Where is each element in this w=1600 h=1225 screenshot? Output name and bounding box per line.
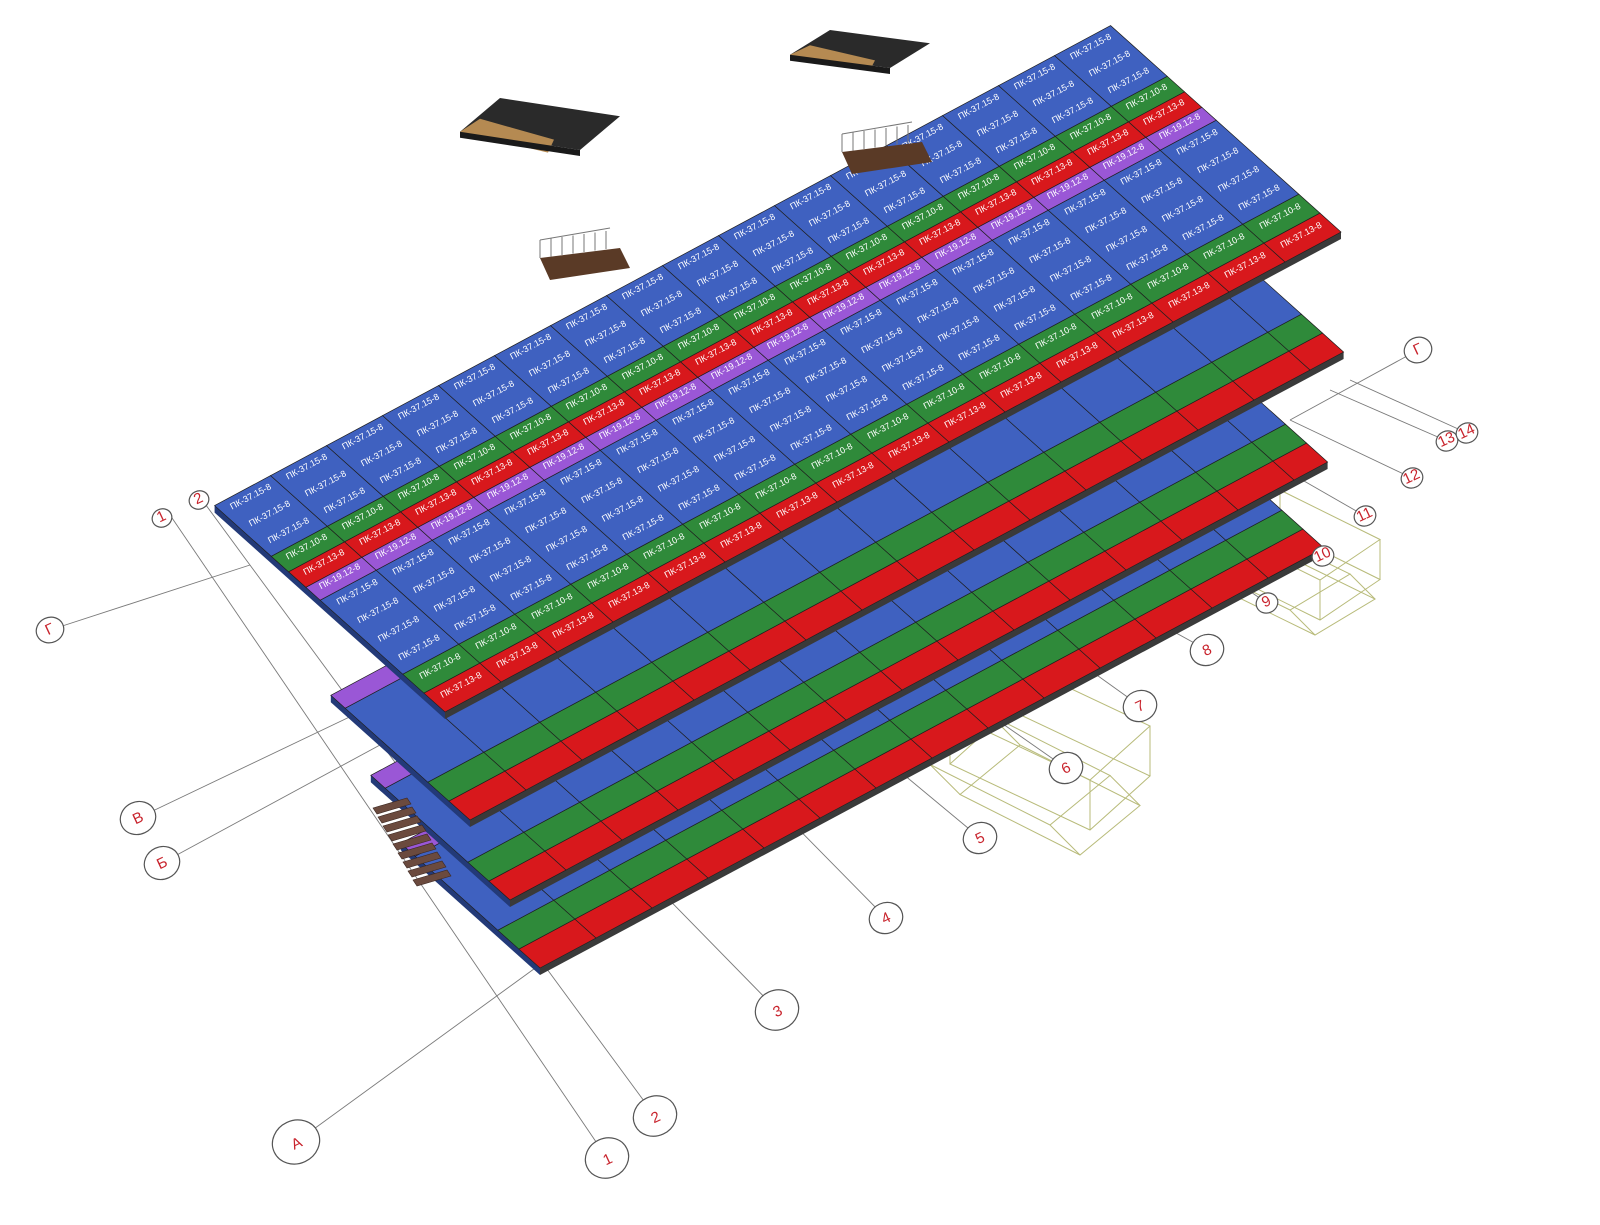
slab-edge (330, 695, 470, 827)
axis-marker-icon: А (271, 1119, 321, 1165)
slab-stack: ПК-37.13-8ПК-37.13-8ПК-37.13-8ПК-37.13-8… (213, 25, 1345, 975)
axis-label: 10 (1311, 544, 1333, 566)
stair-icon (372, 797, 452, 887)
axis-marker-icon: Г (1403, 336, 1433, 364)
axis-marker-icon: 12 (1400, 466, 1424, 489)
panel-blue (1053, 25, 1168, 107)
axis-marker-icon: 4 (868, 901, 904, 935)
slab-edge (470, 352, 1344, 827)
axis-label: 12 (1400, 466, 1422, 488)
axis-line-letter (1289, 349, 1419, 421)
axis-line-letter (161, 744, 381, 864)
slab-floor-4: ПК-37.13-8ПК-37.13-8ПК-37.13-8ПК-37.13-8… (213, 25, 1342, 719)
axis-line-13 (1329, 389, 1448, 442)
axis-marker-icon: 11 (1353, 504, 1377, 527)
axis-marker-icon: 6 (1048, 751, 1084, 785)
slab-edge (540, 548, 1324, 975)
axis-line-12 (1289, 419, 1413, 479)
axis-line-letter (295, 949, 561, 1143)
roof-block-icon (460, 98, 620, 156)
axis-label: 13 (1435, 429, 1457, 451)
axis-marker-icon: 9 (1255, 592, 1279, 614)
axis-marker-icon: 2 (632, 1095, 678, 1137)
axis-marker-icon: 10 (1311, 544, 1335, 567)
axis-line-letter (49, 564, 251, 631)
slab-edge (370, 775, 510, 907)
axis-marker-icon: 3 (754, 989, 800, 1031)
axis-line-14 (1349, 379, 1468, 434)
roof-details (372, 30, 932, 887)
slab-edge (445, 232, 1341, 719)
axis-label: 11 (1354, 504, 1375, 526)
axis-line-1 (169, 514, 608, 1159)
axis-marker-icon: 5 (962, 821, 998, 855)
axis-marker-icon: Г (35, 616, 65, 644)
axis-label: 14 (1455, 421, 1477, 443)
axis-marker-icon: 1 (151, 507, 173, 528)
stair-icon (539, 227, 630, 280)
axis-marker-icon: 13 (1435, 429, 1459, 452)
axis-marker-icon: 1 (584, 1137, 630, 1179)
axis-marker-icon: 7 (1122, 689, 1158, 723)
stair-icon (841, 121, 932, 174)
slab-edge (510, 462, 1328, 907)
axis-marker-icon: Б (143, 845, 181, 881)
roof-block-icon (790, 30, 930, 74)
axis-marker-icon: 2 (188, 489, 210, 510)
axis-marker-icon: В (119, 800, 157, 836)
slab-edge (214, 505, 445, 719)
axis-marker-icon: 8 (1189, 633, 1225, 667)
axis-marker-icon: 14 (1455, 421, 1479, 444)
axis-line-letter (137, 711, 361, 819)
